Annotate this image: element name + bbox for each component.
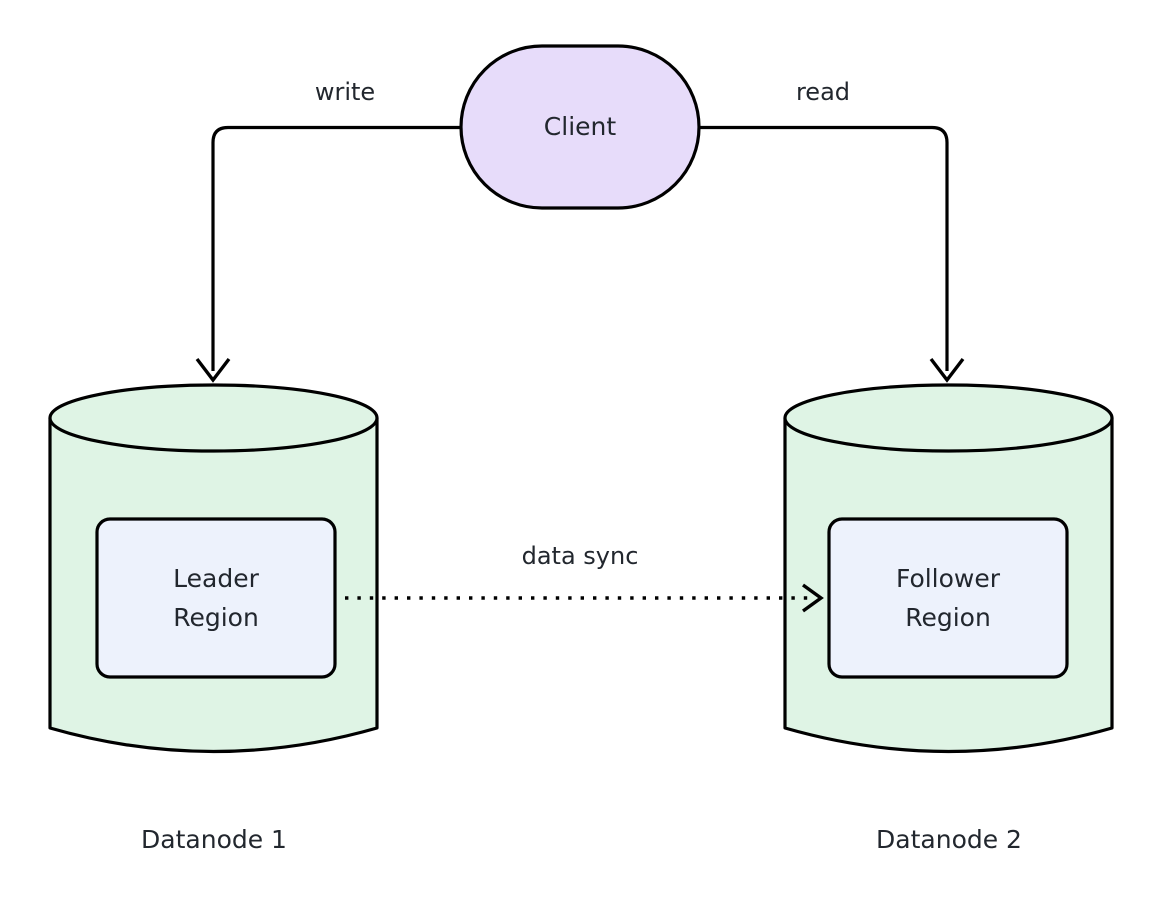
datanode-2-top-ellipse — [783, 383, 1114, 453]
leader-region-label-line2: Region — [173, 603, 259, 632]
follower-region-label-line1: Follower — [896, 564, 1001, 593]
edge-write-label: write — [315, 78, 375, 106]
edge-write: write — [195, 78, 460, 383]
edge-read-arrowhead-icon — [929, 357, 965, 383]
client-shape[interactable] — [459, 44, 701, 210]
node-client[interactable]: Client — [459, 44, 701, 210]
datanode-1-caption: Datanode 1 — [141, 825, 287, 854]
leader-region-label-line1: Leader — [173, 564, 259, 593]
edge-read-label: read — [796, 78, 850, 106]
datanode-1-top-ellipse — [48, 383, 379, 453]
edge-data-sync: data sync — [345, 542, 824, 613]
edge-data-sync-label: data sync — [522, 542, 639, 570]
client-label: Client — [544, 112, 617, 141]
follower-region-box[interactable] — [827, 517, 1069, 679]
leader-region-group[interactable]: Leader Region — [95, 517, 337, 679]
leader-region-box[interactable] — [95, 517, 337, 679]
edge-write-arrowhead-icon — [195, 357, 231, 383]
datanode-2-caption: Datanode 2 — [876, 825, 1022, 854]
edge-data-sync-arrowhead-icon — [802, 583, 824, 613]
follower-region-group[interactable]: Follower Region — [827, 517, 1069, 679]
node-datanode-2[interactable]: Follower Region — [783, 383, 1114, 754]
edge-write-line — [211, 125, 460, 371]
follower-region-label-line2: Region — [905, 603, 991, 632]
node-datanode-1[interactable]: Leader Region — [48, 383, 379, 754]
edge-read-line — [700, 125, 949, 371]
edge-read: read — [700, 78, 965, 383]
